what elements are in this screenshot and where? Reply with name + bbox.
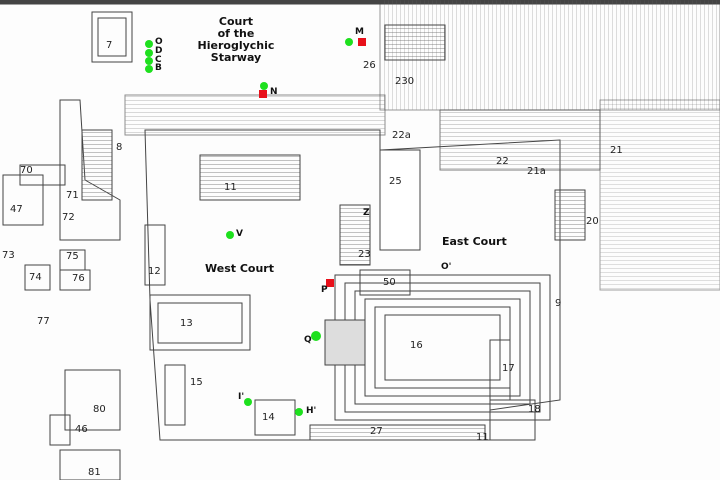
structure-label: 80 [93,404,106,415]
green-marker[interactable] [145,40,153,48]
green-marker[interactable] [345,38,353,46]
marker-label: Z [363,208,370,218]
structure-label: 75 [66,251,79,262]
green-marker[interactable] [145,65,153,73]
structure-label: 46 [75,424,88,435]
structure-label: 23 [358,249,371,260]
structure-label: 21a [527,166,546,177]
structure-label: 70 [20,165,33,176]
marker-label: O [155,37,163,47]
structure-label: 12 [148,266,161,277]
structure-label: 15 [190,377,203,388]
structure-label: 47 [10,204,23,215]
court-label-line: Court [218,15,254,28]
marker-label: P [321,285,328,295]
marker-label: O' [441,262,452,272]
red-marker[interactable] [358,38,366,46]
structure-label: 9 [555,298,562,309]
court-label-line: of the [217,27,255,40]
structure-label: 230 [395,76,415,87]
structure-label: 17 [502,363,515,374]
court-label-line: Hieroglychic Starway [197,39,275,64]
structure-label: 50 [383,277,396,288]
green-marker[interactable] [145,57,153,65]
marker-label: C [155,55,162,65]
structure-label: 81 [88,467,101,478]
red-marker[interactable] [326,279,334,287]
green-marker[interactable] [311,331,321,341]
structure-label: 22 [496,156,509,167]
marker-label: I' [238,392,245,402]
marker-label: V [236,229,243,239]
marker-label: Q [304,335,312,345]
structure-label: 13 [180,318,193,329]
structure-label: 11 [476,432,489,443]
marker-label: N [270,87,278,97]
red-marker[interactable] [259,90,267,98]
structure-label: 11 [224,182,237,193]
structure-label: 74 [29,272,42,283]
structure-label: 7 [106,40,113,51]
west-court-label: West Court [205,262,274,275]
structure-label: 18 [528,404,541,415]
green-marker[interactable] [145,49,153,57]
structure-label: 14 [262,412,275,423]
marker-label: B [155,63,162,73]
structure-label: 73 [2,250,15,261]
structure-label: 26 [363,60,376,71]
marker-label: D [155,46,163,56]
structure-label: 16 [410,340,423,351]
east-court-label: East Court [442,235,507,248]
green-marker[interactable] [295,408,303,416]
structure-label: 20 [586,216,599,227]
structure-label: 76 [72,273,85,284]
structure-label: 21 [610,145,623,156]
marker-label: M [355,27,364,37]
structure-label: 77 [37,316,50,327]
structure-label: 22a [392,130,411,141]
green-marker[interactable] [244,398,252,406]
structure-label: 8 [116,142,123,153]
structure-label: 72 [62,212,75,223]
top-border [0,0,720,5]
court-hieroglyphic-stairway-label: Court of the Hieroglychic Starway [176,16,296,64]
green-marker[interactable] [226,231,234,239]
marker-label: H' [306,406,317,416]
structure-label: 27 [370,426,383,437]
structure-label: 25 [389,176,402,187]
structure-label: 71 [66,190,79,201]
green-marker[interactable] [260,82,268,90]
